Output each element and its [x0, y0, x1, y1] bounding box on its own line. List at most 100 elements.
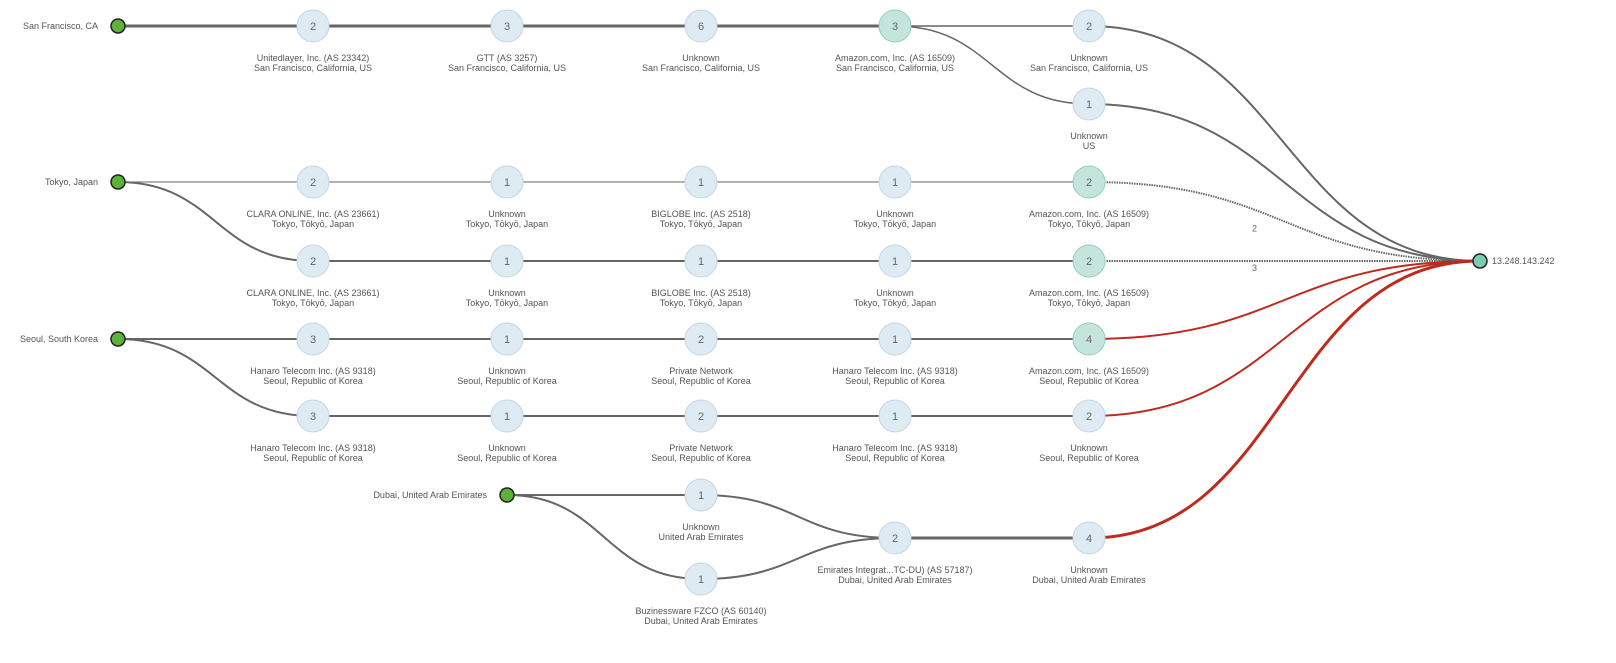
path-edge	[1088, 25, 1481, 262]
hop-location: Seoul, Republic of Korea	[457, 453, 557, 463]
hop-network-name: Emirates Integrat...TC-DU) (AS 57187)	[817, 565, 972, 575]
destination-node[interactable]	[1472, 253, 1488, 269]
hop-node[interactable]	[296, 244, 330, 278]
hop-node[interactable]	[684, 478, 718, 512]
hop-node[interactable]	[684, 399, 718, 433]
hop-network-name: Unknown	[876, 288, 914, 298]
hop-location: Seoul, Republic of Korea	[263, 376, 363, 386]
hop-node[interactable]	[1072, 87, 1106, 121]
hop-node[interactable]	[878, 9, 912, 43]
hop-network-name: Unknown	[488, 443, 526, 453]
path-edge	[700, 494, 896, 539]
hop-location: Tokyo, Tōkyō, Japan	[660, 298, 742, 308]
hop-location: San Francisco, California, US	[642, 63, 760, 73]
hop-count: 1	[698, 490, 704, 502]
hop-count: 2	[1086, 21, 1092, 33]
hop-count: 2	[310, 256, 316, 268]
hop-node[interactable]	[684, 165, 718, 199]
hop-network-name: Buzinessware FZCO (AS 60140)	[635, 606, 766, 616]
hop-network-name: Unknown	[488, 288, 526, 298]
hop-node[interactable]	[1072, 399, 1106, 433]
hop-location: Tokyo, Tōkyō, Japan	[272, 298, 354, 308]
hop-count: 2	[310, 21, 316, 33]
hop-network-name: BIGLOBE Inc. (AS 2518)	[651, 209, 751, 219]
hop-network-name: Unknown	[682, 53, 720, 63]
hop-location: Tokyo, Tōkyō, Japan	[466, 219, 548, 229]
hop-node[interactable]	[878, 322, 912, 356]
hop-node[interactable]	[490, 165, 524, 199]
hop-location: Seoul, Republic of Korea	[263, 453, 363, 463]
hop-node[interactable]	[684, 322, 718, 356]
hop-location: Seoul, Republic of Korea	[651, 453, 751, 463]
hop-node[interactable]	[1072, 9, 1106, 43]
hop-count: 1	[504, 411, 510, 423]
path-edge	[700, 537, 896, 580]
source-label: Tokyo, Japan	[45, 177, 98, 187]
path-edge-slow	[1088, 260, 1481, 340]
hop-node[interactable]	[296, 322, 330, 356]
hop-location: Seoul, Republic of Korea	[1039, 453, 1139, 463]
source-label: Seoul, South Korea	[20, 334, 98, 344]
hop-network-name: Unknown	[488, 366, 526, 376]
hop-count: 1	[504, 177, 510, 189]
source-node[interactable]	[110, 174, 126, 190]
hop-location: Tokyo, Tōkyō, Japan	[1048, 298, 1130, 308]
path-edge-slow	[1088, 259, 1481, 540]
hop-node[interactable]	[490, 9, 524, 43]
source-label: Dubai, United Arab Emirates	[373, 490, 487, 500]
hop-location: US	[1083, 141, 1096, 151]
hop-network-name: CLARA ONLINE, Inc. (AS 23661)	[246, 288, 379, 298]
hop-node[interactable]	[296, 9, 330, 43]
hop-network-name: Unknown	[1070, 565, 1108, 575]
source-node[interactable]	[110, 18, 126, 34]
hop-count: 2	[310, 177, 316, 189]
hop-node[interactable]	[1072, 521, 1106, 555]
hop-node[interactable]	[1072, 165, 1106, 199]
hop-network-name: Hanaro Telecom Inc. (AS 9318)	[832, 443, 957, 453]
hop-node[interactable]	[684, 562, 718, 596]
hop-count: 1	[504, 334, 510, 346]
hop-network-name: Hanaro Telecom Inc. (AS 9318)	[832, 366, 957, 376]
hop-count: 2	[698, 411, 704, 423]
hop-node[interactable]	[296, 399, 330, 433]
hop-count: 1	[892, 334, 898, 346]
hop-node[interactable]	[490, 244, 524, 278]
hop-location: Tokyo, Tōkyō, Japan	[1048, 219, 1130, 229]
hop-node[interactable]	[1072, 322, 1106, 356]
hop-node[interactable]	[1072, 244, 1106, 278]
hop-count: 2	[698, 334, 704, 346]
path-edge	[506, 494, 702, 580]
hop-network-name: Hanaro Telecom Inc. (AS 9318)	[250, 443, 375, 453]
hop-node[interactable]	[684, 244, 718, 278]
hop-count: 2	[1086, 256, 1092, 268]
hop-location: Tokyo, Tōkyō, Japan	[660, 219, 742, 229]
hop-node[interactable]	[878, 165, 912, 199]
hop-location: San Francisco, California, US	[836, 63, 954, 73]
hop-node[interactable]	[878, 521, 912, 555]
hop-network-name: Amazon.com, Inc. (AS 16509)	[1029, 288, 1149, 298]
hop-network-name: Private Network	[669, 366, 733, 376]
source-node[interactable]	[499, 487, 515, 503]
hop-node[interactable]	[490, 399, 524, 433]
hop-node[interactable]	[490, 322, 524, 356]
hop-network-name: Unknown	[1070, 443, 1108, 453]
hop-node[interactable]	[878, 244, 912, 278]
hop-location: Seoul, Republic of Korea	[845, 453, 945, 463]
hop-count: 1	[892, 411, 898, 423]
hop-node[interactable]	[684, 9, 718, 43]
hop-node[interactable]	[878, 399, 912, 433]
path-edge	[1088, 181, 1481, 262]
path-edge	[117, 181, 314, 262]
source-node[interactable]	[110, 331, 126, 347]
hop-network-name: Unknown	[1070, 131, 1108, 141]
hop-location: Tokyo, Tōkyō, Japan	[854, 219, 936, 229]
hop-count: 1	[504, 256, 510, 268]
destination-label: 13.248.143.242	[1492, 256, 1555, 266]
hop-network-name: Unknown	[488, 209, 526, 219]
hop-node[interactable]	[296, 165, 330, 199]
hop-network-name: Amazon.com, Inc. (AS 16509)	[835, 53, 955, 63]
hop-count: 1	[698, 574, 704, 586]
hop-count: 6	[698, 21, 704, 33]
hop-network-name: GTT (AS 3257)	[477, 53, 538, 63]
hop-location: Seoul, Republic of Korea	[1039, 376, 1139, 386]
